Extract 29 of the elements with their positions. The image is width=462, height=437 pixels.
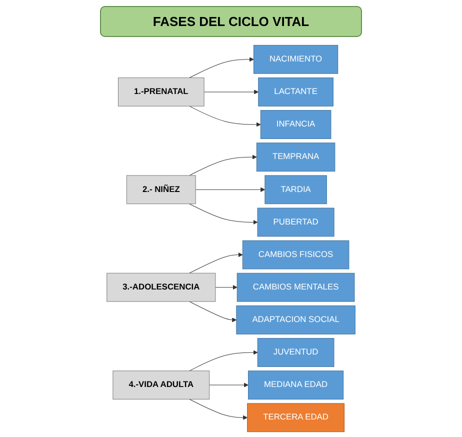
node-box: 1.-PRENATAL bbox=[118, 78, 204, 106]
node-box: ADAPTACION SOCIAL bbox=[236, 305, 356, 334]
node-box: LACTANTE bbox=[258, 78, 334, 106]
arrow bbox=[189, 350, 258, 372]
arrow bbox=[204, 90, 259, 94]
node-box: INFANCIA bbox=[260, 110, 332, 139]
arrow bbox=[215, 285, 238, 290]
arrow bbox=[189, 398, 248, 420]
node-box: TEMPRANA bbox=[256, 142, 336, 172]
arrow bbox=[209, 382, 248, 388]
node-box: 2.- NIÑEZ bbox=[126, 175, 196, 204]
node-box: 3.-ADOLESCENCIA bbox=[106, 272, 216, 302]
node-box: TARDIA bbox=[264, 175, 327, 204]
title-box: FASES DEL CICLO VITAL bbox=[100, 6, 362, 37]
node-box: CAMBIOS MENTALES bbox=[236, 272, 355, 302]
node-box: NACIMIENTO bbox=[253, 44, 338, 74]
arrow bbox=[189, 106, 261, 127]
arrow bbox=[189, 301, 237, 322]
node-box: TERCERA EDAD bbox=[247, 403, 344, 432]
arrow bbox=[195, 187, 266, 192]
node-box: MEDIANA EDAD bbox=[248, 370, 344, 400]
node-box: CAMBIOS FISICOS bbox=[242, 240, 350, 270]
arrow bbox=[189, 252, 243, 274]
node-box: PUBERTAD bbox=[257, 208, 334, 237]
arrow bbox=[189, 57, 254, 78]
node-box: 4.-VIDA ADULTA bbox=[112, 370, 210, 400]
arrow bbox=[189, 204, 258, 225]
node-box: JUVENTUD bbox=[257, 338, 334, 367]
arrow bbox=[189, 154, 257, 176]
